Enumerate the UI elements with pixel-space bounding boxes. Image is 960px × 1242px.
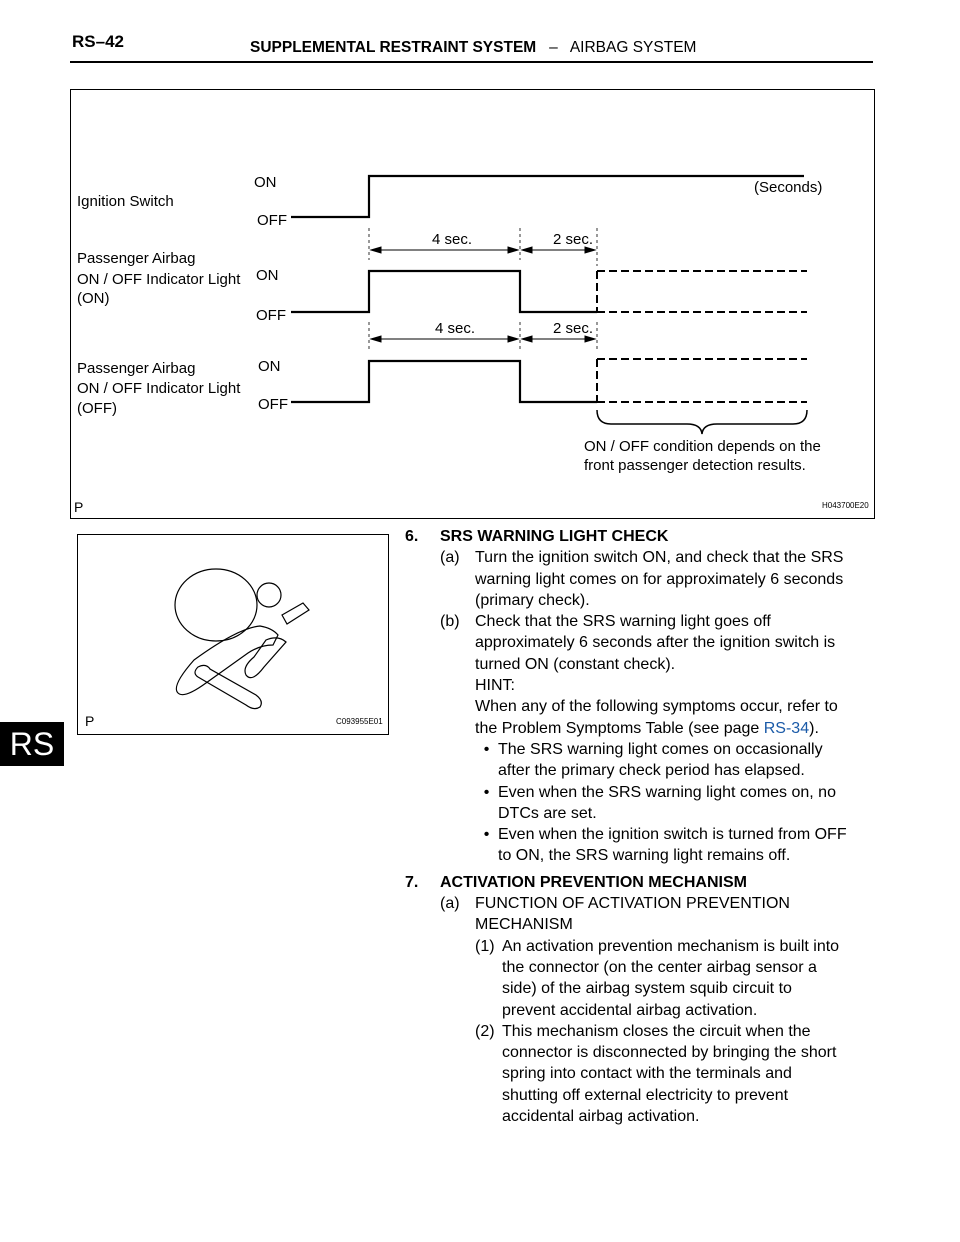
header-title-rest: AIRBAG SYSTEM (569, 39, 697, 56)
step-6b: (b) Check that the SRS warning light goe… (440, 611, 875, 675)
srs-symbol-figure: P C093955E01 (77, 534, 389, 735)
header-separator: – (549, 39, 558, 56)
hint-line2: the Problem Symptoms Table (see page RS-… (475, 719, 819, 737)
step-7a-1: (1) An activation prevention mechanism i… (475, 936, 875, 1021)
bullet-mark: • (483, 783, 490, 801)
label-pa-on-line2: ON / OFF Indicator Light (77, 271, 241, 288)
pa-on-waveform (291, 269, 597, 314)
label-4sec-2: 4 sec. (435, 320, 476, 337)
step-6a: (a) Turn the ignition switch ON, and che… (440, 547, 875, 611)
label-pa-on-off: OFF (256, 307, 286, 324)
step-7a-label: (a) (440, 895, 460, 913)
condition-brace (596, 409, 808, 435)
section-7-number: 7. (405, 873, 419, 891)
section-tab: RS (0, 722, 64, 766)
link-rs-34[interactable]: RS-34 (763, 719, 810, 737)
list-item: • The SRS warning light comes on occasio… (475, 739, 875, 782)
section-7-heading: 7. ACTIVATION PREVENTION MECHANISM (405, 872, 875, 893)
label-condition-line1: ON / OFF condition depends on the (584, 438, 821, 455)
figure-code: H043700E20 (822, 501, 869, 510)
figure2-corner-mark: P (85, 713, 95, 729)
list-item: • Even when the ignition switch is turne… (475, 824, 875, 867)
header-rule (70, 61, 873, 63)
figure2-code: C093955E01 (336, 717, 383, 726)
section-6-heading: 6. SRS WARNING LIGHT CHECK (405, 526, 875, 547)
step-7a: (a) FUNCTION OF ACTIVATION PREVENTION ME… (440, 893, 875, 936)
label-pa-off-line2: ON / OFF Indicator Light (77, 380, 241, 397)
ignition-waveform (291, 174, 804, 219)
label-pa-on-line3: (ON) (77, 290, 110, 307)
label-ign-on: ON (254, 174, 277, 191)
page-number: RS–42 (72, 32, 124, 51)
step-7a-2-label: (2) (475, 1022, 495, 1040)
page-header-title: SUPPLEMENTAL RESTRAINT SYSTEM – AIRBAG S… (250, 39, 696, 57)
procedure-text: 6. SRS WARNING LIGHT CHECK (a) Turn the … (405, 526, 875, 1127)
step-7a-2: (2) This mechanism closes the circuit wh… (475, 1021, 875, 1127)
header-title-bold: SUPPLEMENTAL RESTRAINT SYSTEM (250, 39, 537, 56)
section-6-number: 6. (405, 528, 419, 545)
step-6b-label: (b) (440, 613, 460, 631)
section-7-title: ACTIVATION PREVENTION MECHANISM (440, 873, 747, 891)
label-condition-line2: front passenger detection results. (584, 457, 806, 474)
label-pa-on-line1: Passenger Airbag (77, 250, 196, 267)
label-pa-on-on: ON (256, 267, 279, 284)
list-item: • Even when the SRS warning light comes … (475, 782, 875, 825)
label-pa-off-line3: (OFF) (77, 400, 117, 417)
step-6a-label: (a) (440, 549, 460, 567)
bullet-mark: • (483, 740, 490, 758)
label-pa-off-line1: Passenger Airbag (77, 360, 196, 377)
label-2sec-2: 2 sec. (553, 320, 594, 337)
bullet-mark: • (483, 826, 490, 844)
figure-corner-mark: P (74, 499, 84, 515)
label-2sec-1: 2 sec. (553, 231, 594, 248)
timing-diagram-svg (291, 174, 808, 435)
label-pa-off-off: OFF (258, 396, 288, 413)
hint-label: HINT: (475, 677, 515, 695)
timing-diagram-figure: Ignition Switch Passenger Airbag ON / OF… (70, 89, 875, 519)
section-6-title: SRS WARNING LIGHT CHECK (440, 528, 669, 545)
step-7a-1-label: (1) (475, 937, 495, 955)
label-seconds: (Seconds) (754, 179, 823, 196)
label-ign-off: OFF (257, 212, 287, 229)
pa-off-waveform (291, 359, 597, 404)
airbag-warning-icon (174, 568, 310, 710)
hint-line1: When any of the following symptoms occur… (475, 698, 838, 716)
label-ignition-switch: Ignition Switch (77, 193, 174, 210)
label-pa-off-on: ON (258, 358, 281, 375)
label-4sec-1: 4 sec. (432, 231, 473, 248)
